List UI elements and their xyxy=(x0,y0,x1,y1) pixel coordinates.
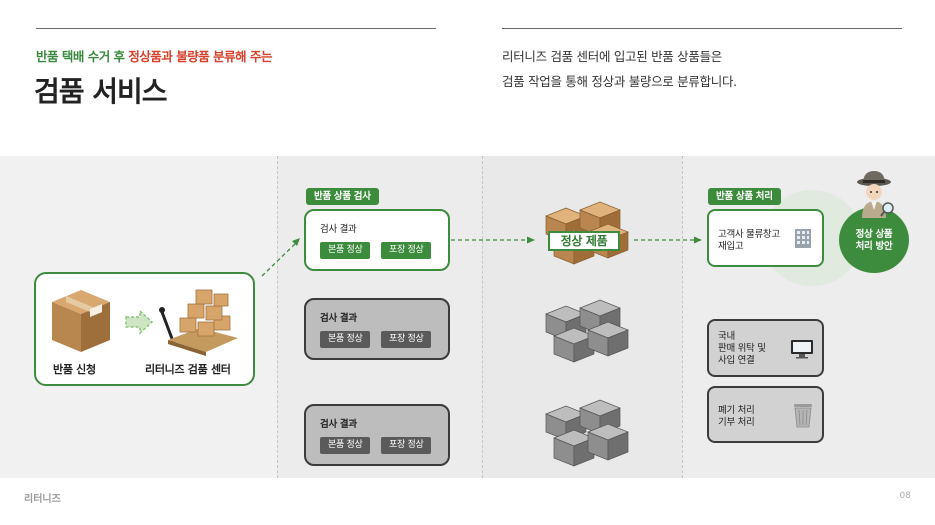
product-normal-chip: 본품 정상 xyxy=(320,242,371,259)
domestic-sales-option: 국내 판매 위탁 및 사입 연결 xyxy=(707,319,824,377)
column-divider xyxy=(482,156,483,478)
option-line: 재입고 xyxy=(718,241,744,252)
packaging-normal-chip: 포장 정상 xyxy=(381,242,432,259)
inspection-result-title: 검사 결과 xyxy=(320,313,357,324)
plan-line: 정상 상품 xyxy=(855,229,893,240)
packaging-normal-chip: 포장 정상 xyxy=(381,437,432,454)
inspection-tag: 반품 상품 검사 xyxy=(306,188,379,205)
disposal-donation-option: 폐기 처리 기부 처리 xyxy=(707,386,824,443)
footer-brand: 리터니즈 xyxy=(24,494,61,505)
inspection-result-title: 검사 결과 xyxy=(320,224,357,235)
product-normal-chip: 본품 정상 xyxy=(320,331,371,348)
inspection-result-title: 검사 결과 xyxy=(320,419,357,430)
page-title: 검품 서비스 xyxy=(34,75,168,108)
option-line: 국내 xyxy=(718,331,735,342)
building-icon xyxy=(795,229,811,248)
subtitle-green: 반품 택배 수거 후 xyxy=(36,49,129,64)
top-rule-left xyxy=(36,28,436,29)
description-line-1: 리터니즈 검품 센터에 입고된 반품 상품들은 xyxy=(502,49,722,64)
pallet-boxes-icon xyxy=(159,289,238,356)
return-start-box: 반품 신청 리터니즈 검품 센터 xyxy=(34,272,255,386)
inspection-result-box-normal: 검사 결과 본품 정상 포장 정상 xyxy=(304,209,450,271)
product-normal-chip: 본품 정상 xyxy=(320,437,371,454)
normal-product-label: 정상 제품 xyxy=(548,231,620,251)
option-line: 사입 연결 xyxy=(718,355,755,366)
subtitle-red: 정상품과 불량품 분류해 주는 xyxy=(128,49,272,64)
cardboard-box-icon xyxy=(52,290,110,352)
column-divider xyxy=(277,156,278,478)
monitor-icon xyxy=(791,340,813,359)
warehouse-restock-option: 고객사 물류창고 재입고 xyxy=(707,209,824,267)
return-request-label: 반품 신청 xyxy=(53,363,96,376)
trash-bin-icon xyxy=(794,404,812,428)
inspection-center-label: 리터니즈 검품 센터 xyxy=(145,363,231,376)
processing-tag: 반품 상품 처리 xyxy=(708,188,781,205)
option-line: 판매 위탁 및 xyxy=(718,343,766,354)
column-divider xyxy=(682,156,683,478)
description-line-2: 검품 작업을 통해 정상과 불량으로 분류합니다. xyxy=(502,74,737,89)
grey-product-stack-icon xyxy=(545,299,629,363)
inspection-result-box-grey: 검사 결과 본품 정상 포장 정상 xyxy=(304,298,450,360)
subtitle: 반품 택배 수거 후 정상품과 불량품 분류해 주는 xyxy=(36,46,272,65)
option-line: 고객사 물류창고 xyxy=(718,229,780,240)
page-number: 08 xyxy=(899,491,911,501)
top-rule-right xyxy=(502,28,902,29)
inspection-result-box-grey: 검사 결과 본품 정상 포장 정상 xyxy=(304,404,450,466)
plan-line: 처리 방안 xyxy=(855,241,893,252)
packaging-normal-chip: 포장 정상 xyxy=(381,331,432,348)
inspector-avatar-icon xyxy=(857,171,894,218)
grey-product-stack-icon xyxy=(545,399,629,467)
option-line: 기부 처리 xyxy=(718,417,755,428)
forward-arrow-icon xyxy=(125,309,154,335)
option-line: 폐기 처리 xyxy=(718,405,755,416)
